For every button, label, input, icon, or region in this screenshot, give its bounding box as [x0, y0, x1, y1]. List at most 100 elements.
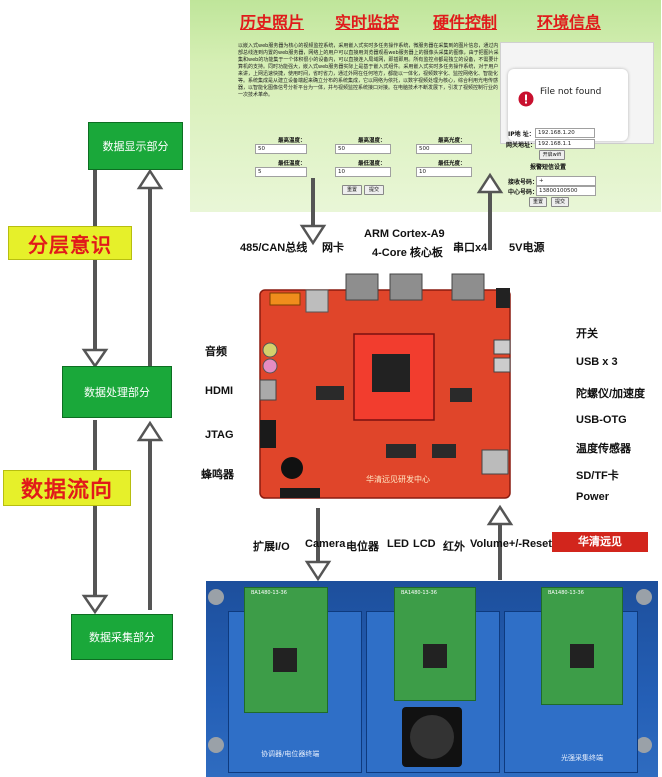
file-not-found-text: File not found — [540, 87, 602, 97]
arrow-head-up-2 — [136, 420, 164, 442]
min-temp-label: 最低温度： — [278, 161, 306, 167]
min-light-label: 最低光度： — [438, 161, 466, 167]
collect-layer-label: 数据采集部分 — [89, 631, 155, 644]
label-arm-cortex: ARM Cortex-A9 — [364, 228, 445, 240]
max-light-label: 最高光度： — [438, 138, 466, 144]
max-temp-label: 最高温度： — [278, 138, 306, 144]
label-camera: Camera — [305, 538, 346, 550]
alarm-submit-button[interactable]: 提交 — [551, 197, 569, 207]
max-humidity-input[interactable]: 50 — [335, 144, 391, 154]
label-5v-power: 5V电源 — [509, 242, 545, 254]
nav-hardware-control[interactable]: 硬件控制 — [433, 13, 498, 32]
label-485-can: 485/CAN总线 — [240, 242, 308, 254]
enable-wifi-button[interactable]: 开启wifi — [539, 150, 565, 160]
arm-board-image: 华清远见研发中心 — [256, 268, 512, 514]
label-lcd: LCD — [413, 538, 436, 550]
module-label-2: BA1480-13-36 — [401, 590, 437, 596]
min-humidity-label: 最低湿度： — [358, 161, 386, 167]
max-humidity-label: 最高湿度： — [358, 138, 386, 144]
nav-history-photos[interactable]: 历史照片 — [240, 13, 305, 32]
label-usb: USB x 3 — [576, 356, 618, 368]
bolt-icon — [636, 589, 652, 605]
sensor-nodes-photo: BA1480-13-36 BA1480-13-36 BA1480-13-36 协… — [206, 581, 658, 777]
label-power: Power — [576, 491, 610, 503]
label-gyro: 陀螺仪/加速度 — [576, 388, 646, 400]
nav-environment-info[interactable]: 环境信息 — [537, 13, 602, 32]
phone-input[interactable]: + — [536, 176, 596, 186]
arrow-collect-to-board — [486, 504, 514, 526]
board-drawing: 华清远见研发中心 — [259, 273, 511, 499]
module-label-3: BA1480-13-36 — [548, 590, 584, 596]
web-monitor-page: 历史照片 实时监控 硬件控制 环境信息 以嵌入式web服务器为核心的视频监控系统… — [190, 0, 661, 212]
panel-left-label: 协调器/电位器终端 — [261, 750, 320, 758]
process-layer-box: 数据处理部分 — [62, 366, 172, 418]
board-silk-text: 华清远见研发中心 — [366, 474, 430, 484]
label-serial: 串口x4 — [453, 242, 488, 254]
label-sd-card: SD/TF卡 — [576, 470, 619, 482]
embedded-frame: File not found — [500, 42, 654, 144]
arrow-head-up-1 — [136, 168, 164, 190]
file-not-found-card: File not found — [508, 69, 628, 141]
bolt-icon — [208, 737, 224, 753]
intro-paragraph: 以嵌入式web服务器为核心的视频监控系统，采用嵌入式实时多任务操作系统，微服务器… — [238, 43, 499, 98]
display-layer-label: 数据显示部分 — [102, 140, 169, 153]
bolt-icon — [208, 589, 224, 605]
alarm-settings-title: 报警短信设置 — [530, 164, 567, 171]
min-humidity-input[interactable]: 10 — [335, 167, 391, 177]
data-flow-text: 数据流向 — [20, 478, 113, 503]
module-label-1: BA1480-13-36 — [251, 590, 287, 596]
arrow-head-down-1 — [81, 348, 109, 369]
display-layer-box: 数据显示部分 — [88, 122, 183, 170]
label-infrared: 红外 — [443, 541, 465, 553]
label-hdmi: HDMI — [205, 385, 234, 397]
label-jtag: JTAG — [205, 429, 234, 441]
label-buzzer: 蜂鸣器 — [201, 469, 234, 481]
gateway-label: 网关地址： — [506, 142, 537, 149]
gateway-input[interactable]: 192.168.1.1 — [535, 139, 595, 149]
min-light-input[interactable]: 10 — [416, 167, 472, 177]
arrow-head-down-2 — [81, 594, 109, 615]
label-volume: Volume+/- — [470, 538, 523, 550]
label-potentiometer: 电位器 — [346, 541, 379, 553]
arrow-board-to-web — [476, 172, 504, 194]
label-core-board: 4-Core 核心板 — [372, 247, 443, 259]
logo-text: 华清远见 — [578, 535, 622, 548]
ip-label: IP地 址： — [508, 131, 535, 138]
label-temp-sensor: 温度传感器 — [576, 443, 631, 455]
label-switch: 开关 — [576, 328, 598, 340]
arrow-board-to-collect — [304, 560, 332, 582]
threshold-submit-button[interactable]: 提交 — [364, 185, 384, 195]
label-network-card: 网卡 — [322, 242, 344, 254]
farsight-logo: 华清远见 — [552, 532, 648, 552]
center-number-input[interactable]: 13800100500 — [536, 186, 596, 196]
ip-input[interactable]: 192.168.1.20 — [535, 128, 595, 138]
error-icon — [518, 91, 534, 107]
data-flow-label: 数据流向 — [3, 470, 131, 506]
layer-awareness-text: 分层意识 — [28, 232, 112, 257]
label-ext-io: 扩展I/O — [253, 541, 290, 553]
max-temp-input[interactable]: 50 — [255, 144, 307, 154]
phone-label: 接收号码： — [508, 179, 539, 186]
layer-awareness-label: 分层意识 — [8, 226, 132, 260]
nav-live-monitor[interactable]: 实时监控 — [335, 13, 400, 32]
max-light-input[interactable]: 500 — [416, 144, 472, 154]
bolt-icon — [636, 737, 652, 753]
label-reset: Reset — [522, 538, 552, 550]
min-temp-input[interactable]: 5 — [255, 167, 307, 177]
zigbee-module-3: BA1480-13-36 — [541, 587, 623, 705]
alarm-reset-button[interactable]: 重置 — [529, 197, 547, 207]
zigbee-module-1: BA1480-13-36 — [244, 587, 328, 713]
fan-icon — [402, 707, 462, 767]
label-audio: 音频 — [205, 346, 227, 358]
arrow-web-to-board — [299, 224, 327, 246]
collect-layer-box: 数据采集部分 — [71, 614, 173, 660]
center-number-label: 中心号码： — [508, 189, 539, 196]
threshold-reset-button[interactable]: 重置 — [342, 185, 362, 195]
label-usb-otg: USB-OTG — [576, 414, 627, 426]
process-layer-label: 数据处理部分 — [84, 386, 150, 399]
board-arrows — [299, 172, 514, 582]
label-led: LED — [387, 538, 409, 550]
zigbee-module-2: BA1480-13-36 — [394, 587, 476, 701]
panel-right-label: 光强采集终端 — [561, 754, 603, 762]
flow-arrows — [81, 168, 164, 615]
